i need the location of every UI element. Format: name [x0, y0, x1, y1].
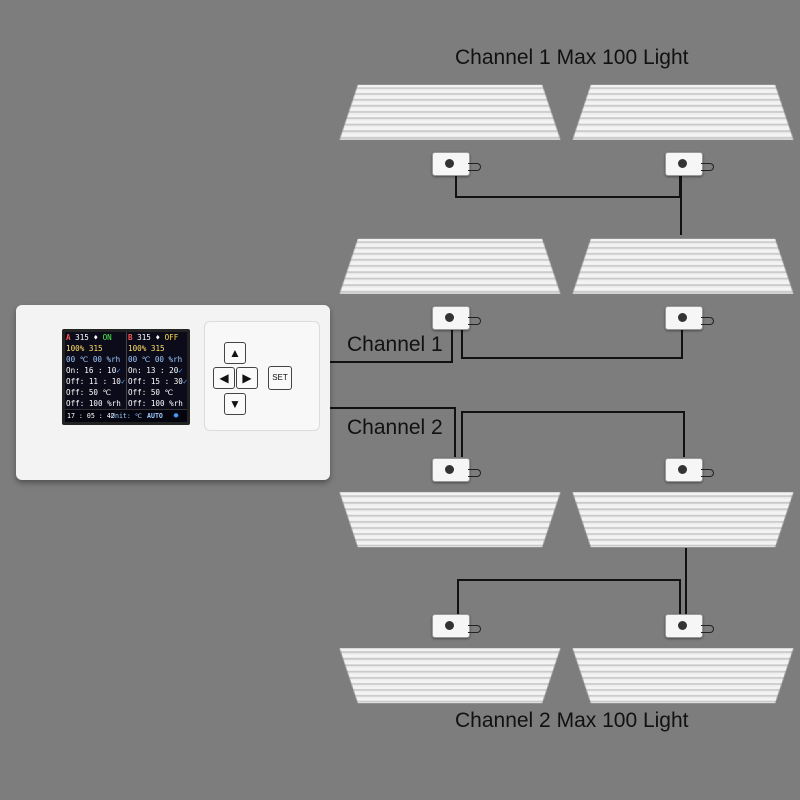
channel-a-on-time: On: 16 : 10 [66, 366, 117, 375]
channel2-label: Channel 2 [347, 416, 443, 439]
channel-a-state: ON [102, 333, 112, 342]
dimmer-knob-icon [445, 159, 454, 168]
channel-a-humidity: 00 %rh [92, 355, 121, 364]
dimmer-knob-icon [445, 313, 454, 322]
channel-a-temp: 00 ℃ [66, 355, 89, 364]
channel-a-power: 315 [75, 333, 89, 342]
channel-b-column: B 315 ♦ OFF 100% 315 00 ℃ 00 %rh On: 13 … [126, 332, 187, 410]
light-fixture-ch2-2 [578, 444, 788, 564]
light-fixture-ch2-4 [578, 600, 788, 720]
led-driver [432, 152, 481, 176]
dimmer-knob-icon [445, 465, 454, 474]
light-fixture-ch1-2 [578, 68, 788, 188]
light-fixture-ch1-3 [345, 222, 555, 342]
clock-readout: 17 : 05 : 42 [67, 412, 115, 420]
channel1-label: Channel 1 [347, 333, 443, 356]
channel-b-power: 315 [137, 333, 151, 342]
unit-readout: Unit: ℃ [111, 412, 143, 420]
channel-b-temp: 00 ℃ [128, 355, 151, 364]
light-fixture-ch1-1 [345, 68, 555, 188]
dimmer-knob-icon [678, 313, 687, 322]
led-panel [573, 648, 794, 703]
channel-a-letter: A [66, 333, 71, 342]
led-panel [340, 85, 561, 140]
channel-b-on-time: On: 13 : 20 [128, 366, 179, 375]
lighting-controller: A 315 ♦ ON 100% 315 00 ℃ 00 %rh On: 16 :… [16, 305, 330, 480]
wire-controller-ch1 [330, 328, 453, 363]
light-fixture-ch2-3 [345, 600, 555, 720]
wire-ch1-mid-link [461, 328, 683, 359]
channel-b-off-temp: Off: 50 ℃ [128, 388, 174, 397]
bulb-icon: ♦ [155, 333, 161, 342]
check-icon: ✓ [116, 366, 121, 375]
led-driver [432, 614, 481, 638]
channel-b-state: OFF [164, 333, 179, 342]
led-panel [573, 85, 794, 140]
led-driver [432, 458, 481, 482]
channel-b-humidity: 00 %rh [154, 355, 183, 364]
light-fixture-ch1-4 [578, 222, 788, 342]
led-panel [573, 492, 794, 547]
channel-a-level-max: 315 [88, 344, 103, 353]
led-driver [665, 458, 714, 482]
channel-b-off-humidity: Off: 100 %rh [128, 399, 183, 408]
channel-b-level-max: 315 [150, 344, 165, 353]
controller-display: A 315 ♦ ON 100% 315 00 ℃ 00 %rh On: 16 :… [62, 329, 190, 425]
wire-ch2-bottom-link [457, 579, 681, 614]
channel2-max-label: Channel 2 Max 100 Light [455, 709, 689, 732]
channel-a-off-time: Off: 11 : 10 [66, 377, 121, 386]
led-driver [432, 306, 481, 330]
set-button[interactable]: SET [268, 366, 292, 390]
led-panel [340, 239, 561, 294]
channel-b-off-time: Off: 15 : 30 [128, 377, 183, 386]
bulb-icon: ♦ [93, 333, 99, 342]
mode-readout: AUTO [147, 412, 163, 420]
led-driver [665, 306, 714, 330]
dimmer-knob-icon [678, 159, 687, 168]
channel-b-level: 100% [128, 344, 147, 353]
up-button[interactable]: ▲ [224, 342, 246, 364]
check-icon: ✓ [120, 377, 126, 386]
controller-keypad: ▲ ◀ ▶ SET ▼ [204, 321, 320, 431]
wire-ch2-top-link [461, 411, 685, 457]
check-icon: ✓ [182, 377, 188, 386]
dimmer-knob-icon [678, 621, 687, 630]
wire-controller-ch2 [330, 407, 456, 457]
light-fixture-ch2-1 [345, 444, 555, 564]
gear-icon: ✹ [173, 410, 180, 421]
channel1-max-label: Channel 1 Max 100 Light [455, 46, 689, 69]
right-button[interactable]: ▶ [236, 367, 258, 389]
led-panel [340, 648, 561, 703]
channel-a-off-humidity: Off: 100 %rh [66, 399, 121, 408]
dimmer-knob-icon [678, 465, 687, 474]
led-driver [665, 152, 714, 176]
check-icon: ✓ [178, 366, 183, 375]
channel-b-letter: B [128, 333, 133, 342]
left-button[interactable]: ◀ [213, 367, 235, 389]
down-button[interactable]: ▼ [224, 393, 246, 415]
led-driver [665, 614, 714, 638]
display-status-bar: 17 : 05 : 42 Unit: ℃ AUTO ✹ [65, 409, 187, 422]
led-panel [340, 492, 561, 547]
channel-a-level: 100% [66, 344, 85, 353]
channel-a-column: A 315 ♦ ON 100% 315 00 ℃ 00 %rh On: 16 :… [65, 332, 125, 410]
led-panel [573, 239, 794, 294]
channel-a-off-temp: Off: 50 ℃ [66, 388, 112, 397]
dimmer-knob-icon [445, 621, 454, 630]
